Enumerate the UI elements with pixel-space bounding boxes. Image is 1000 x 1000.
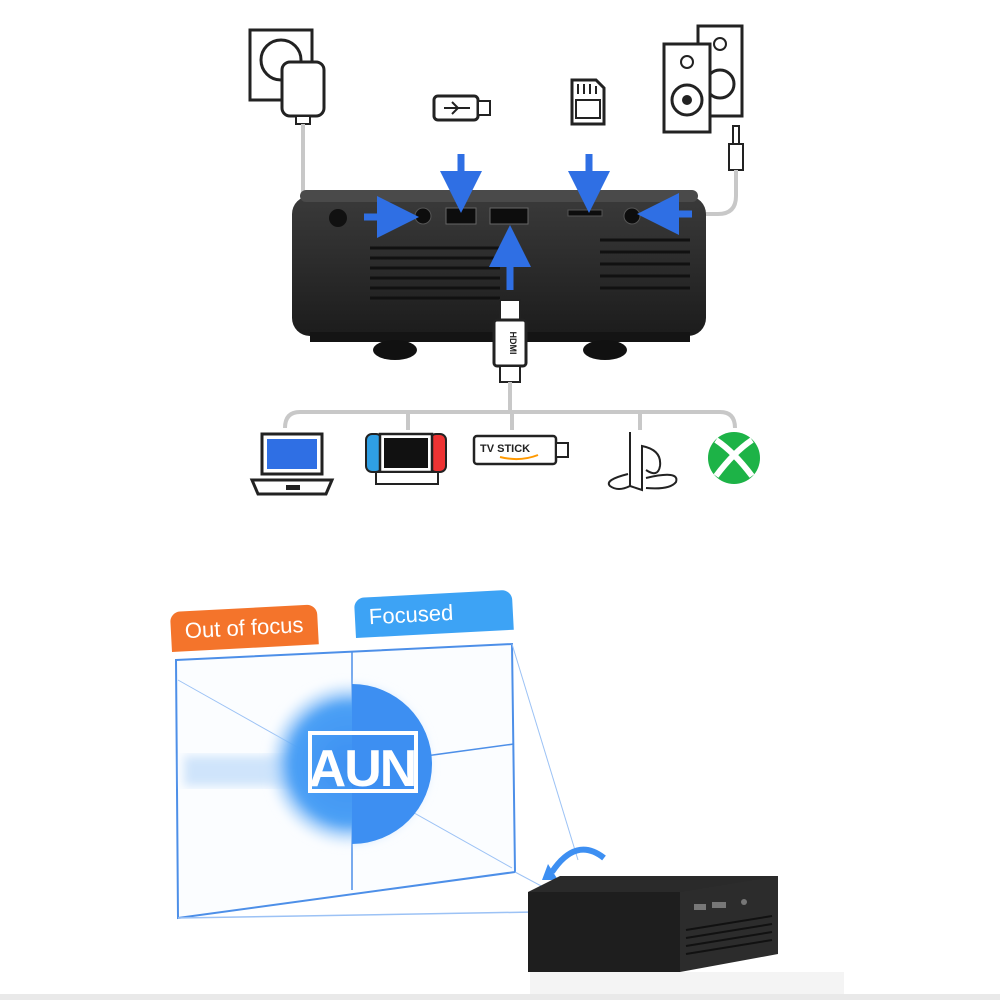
tv-stick-label: TV STICK xyxy=(480,443,530,455)
usb-drive-icon xyxy=(432,94,491,122)
bottom-divider xyxy=(0,994,1000,1000)
connection-arrows xyxy=(364,154,692,290)
focused-label: Focused xyxy=(353,589,514,638)
projector-front xyxy=(528,876,844,994)
hdmi-cable-icon: HDMI xyxy=(492,299,528,412)
power-adapter-icon xyxy=(248,28,370,217)
source-branches xyxy=(283,410,737,430)
focus-rotate-arrow-icon xyxy=(542,846,606,880)
connection-diagram: HDMI TV STICK xyxy=(248,24,760,496)
playstation-icon xyxy=(607,432,678,492)
focused-image-half: AUN xyxy=(308,684,432,844)
laptop-icon xyxy=(249,432,335,496)
logo-text: AUN xyxy=(309,740,416,798)
speakers-icon xyxy=(662,24,744,216)
tv-stick-icon: TV STICK xyxy=(472,434,569,466)
xbox-icon xyxy=(708,432,760,484)
nintendo-switch-icon xyxy=(365,432,447,485)
sd-card-icon xyxy=(570,78,606,126)
hdmi-label: HDMI xyxy=(508,332,518,355)
out-of-focus-label: Out of focus xyxy=(169,604,319,652)
focus-demo: AUN xyxy=(174,642,844,994)
